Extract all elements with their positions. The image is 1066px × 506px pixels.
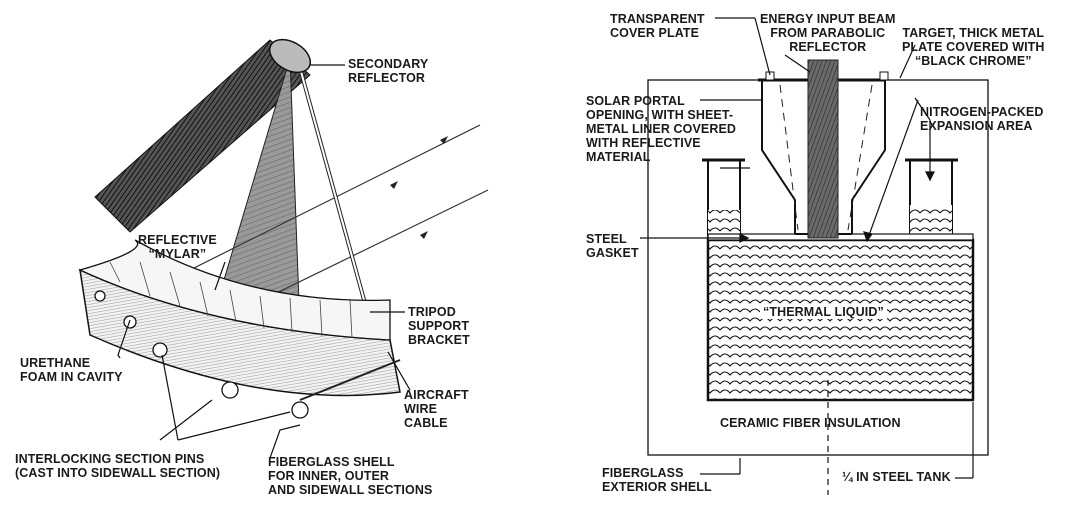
label-reflective-mylar: REFLECTIVE “MYLAR”: [138, 233, 217, 261]
ray-line: [149, 124, 481, 291]
label-tripod-support-bracket: TRIPOD SUPPORT BRACKET: [408, 305, 470, 347]
label-transparent-cover-plate: TRANSPARENT COVER PLATE: [610, 12, 705, 40]
label-nitrogen-expansion: NITROGEN-PACKED EXPANSION AREA: [920, 105, 1044, 133]
receiver-illustration: [640, 17, 989, 495]
label-fiberglass-shell: FIBERGLASS SHELL FOR INNER, OUTER AND SI…: [268, 455, 433, 497]
leader-lines: [640, 17, 974, 495]
label-solar-portal: SOLAR PORTAL OPENING, WITH SHEET- METAL …: [586, 94, 737, 164]
aircraft-wire-cable: [299, 359, 401, 401]
label-steel-gasket: STEEL GASKET: [586, 232, 639, 260]
label-steel-tank: ¼ in STEEL TANK: [842, 470, 951, 484]
leader-lines: [117, 64, 411, 459]
solar-portal-liner: [761, 80, 886, 234]
energy-input-beam: [807, 59, 839, 239]
label-interlocking-pins: INTERLOCKING SECTION PINS (CAST INTO SID…: [15, 452, 221, 480]
incoming-beam-dark: [94, 39, 311, 233]
thermal-receiver-diagram: TRANSPARENT COVER PLATE ENERGY INPUT BEA…: [580, 0, 1066, 506]
label-fiberglass-exterior-shell: FIBERGLASS EXTERIOR SHELL: [602, 466, 712, 494]
section-pins: [94, 290, 309, 419]
label-energy-input-beam: ENERGY INPUT BEAM FROM PARABOLIC REFLECT…: [760, 12, 896, 54]
collector-illustration: [78, 38, 489, 459]
label-target-plate: TARGET, THICK METAL PLATE COVERED WITH “…: [902, 26, 1045, 68]
mylar-surface: [78, 239, 391, 341]
solar-collector-diagram: SECONDARY REFLECTOR REFLECTIVE “MYLAR” T…: [0, 0, 490, 506]
label-ceramic-insulation: CERAMIC FIBER INSULATION: [720, 416, 901, 430]
mylar-segment-lines: [109, 261, 353, 339]
label-aircraft-wire-cable: AIRCRAFT WIRE CABLE: [404, 388, 469, 430]
secondary-reflector-dish: [268, 38, 312, 74]
label-thermal-liquid: “THERMAL LIQUID”: [760, 305, 887, 319]
label-urethane-foam: URETHANE FOAM IN CAVITY: [20, 356, 123, 384]
label-secondary-reflector: SECONDARY REFLECTOR: [348, 57, 429, 85]
steel-tank: [706, 238, 975, 402]
